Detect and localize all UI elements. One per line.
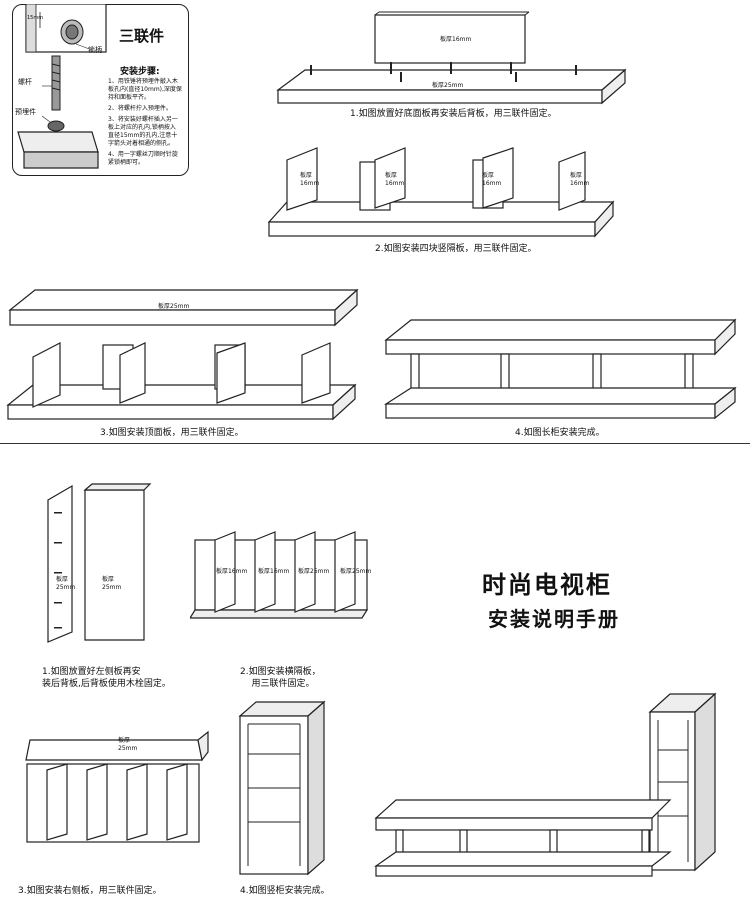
step-line: 板孔内(直径10mm),深度保: [108, 86, 182, 93]
long-bottom-board-label: 板厚25mm: [432, 82, 464, 89]
step-line: 直径15mm的孔内,注意十: [108, 132, 178, 139]
long-step2-figure: [267, 147, 615, 238]
long-step3-figure: [6, 288, 359, 421]
rod-label: 螺杆: [18, 78, 32, 86]
dim-label: 15mm: [27, 15, 44, 21]
tall-side-board-label: 板厚 25mm: [56, 576, 76, 591]
long-step1-caption: 1.如图放置好底面板再安装后背板，用三联件固定。: [350, 109, 557, 119]
long-step2-caption: 2.如图安装四块竖隔板，用三联件固定。: [375, 244, 537, 254]
manual-title: 时尚电视柜: [482, 571, 612, 599]
cam-lock-illustration: [17, 4, 107, 169]
tall-shelf-label: 板厚25mm: [340, 568, 372, 575]
tall-step3-figure: [25, 730, 209, 843]
step-line: 板上对应的孔内,锁柄按入: [108, 124, 176, 131]
step-line: 2、将螺杆拧入预埋件。: [108, 105, 172, 112]
nut-label: 预埋件: [15, 108, 36, 116]
tall-shelf-label: 板厚25mm: [298, 568, 330, 575]
long-step4-figure: [383, 318, 737, 420]
tall-step2-caption: 2.如图安装横隔板， 用三联件固定。: [240, 667, 321, 689]
tall-step2-figure: [190, 531, 369, 619]
step-line: 1、用铁锤将预埋件敲入木: [108, 78, 178, 85]
tall-top-board-label: 板厚 25mm: [118, 737, 138, 752]
combined-cabinet-figure: [374, 692, 717, 877]
step-line: 持和面板平齐。: [108, 94, 151, 101]
step-line: 4、用一字螺丝刀顺时针旋: [108, 151, 178, 158]
steps-list: 1、用铁锤将预埋件敲入木 板孔内(直径10mm),深度保 持和面板平齐。 2、将…: [108, 78, 188, 167]
long-step1-figure: [276, 11, 627, 105]
long-back-board-label: 板厚16mm: [440, 36, 472, 43]
lock-label: 锁柄: [88, 46, 102, 54]
step-line: 字箭头对着相通的侧孔。: [108, 140, 175, 147]
tall-step4-caption: 4.如图竖柜安装完成。: [240, 886, 330, 896]
tall-step3-caption: 3.如图安装右侧板，用三联件固定。: [18, 886, 162, 896]
steps-title: 安装步骤:: [120, 67, 160, 77]
partition-label: 板厚 16mm: [482, 172, 502, 187]
tall-back-board-label: 板厚 25mm: [102, 576, 122, 591]
step-line: 紧锁柄即可。: [108, 159, 145, 166]
long-step4-caption: 4.如图长柜安装完成。: [515, 428, 605, 438]
partition-label: 板厚 16mm: [570, 172, 590, 187]
manual-subtitle: 安装说明手册: [488, 607, 620, 631]
detail-title: 三联件: [119, 27, 165, 45]
tall-step1-caption: 1.如图放置好左侧板再安 装后背板,后背板使用木栓固定。: [42, 667, 171, 689]
long-step3-caption: 3.如图安装顶面板，用三联件固定。: [100, 428, 244, 438]
tall-step4-figure: [238, 700, 326, 876]
step-line: 3、将安装好螺杆插入另一: [108, 116, 178, 123]
long-top-board-label: 板厚25mm: [158, 303, 190, 310]
section-divider: [0, 443, 750, 444]
partition-label: 板厚 16mm: [300, 172, 320, 187]
tall-shelf-label: 板厚16mm: [216, 568, 248, 575]
partition-label: 板厚 16mm: [385, 172, 405, 187]
tall-shelf-label: 板厚16mm: [258, 568, 290, 575]
tall-step1-figure: [47, 483, 152, 643]
